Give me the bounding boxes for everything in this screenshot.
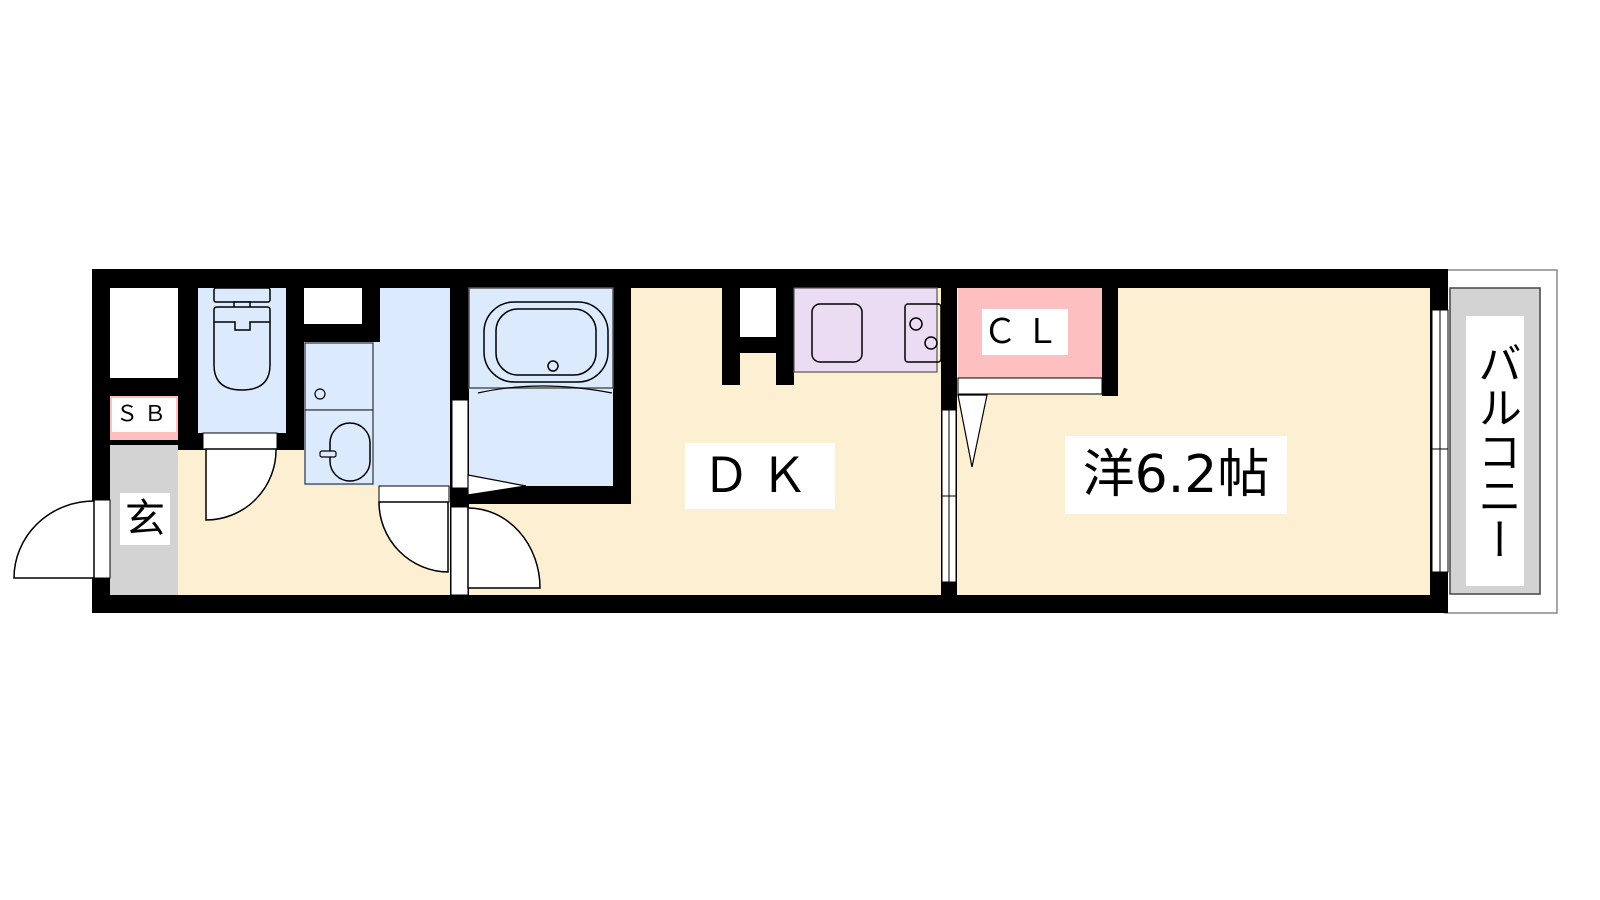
storage-void-wash [304,288,362,324]
toilet-door-frame [202,432,278,450]
toilet-icon [213,287,271,391]
western-room-label: 洋6.2帖 [1065,436,1287,514]
kitchen-counter [793,287,942,373]
wash-door[interactable] [378,501,449,573]
wash-room [380,288,450,486]
dk-door-frame [450,506,469,596]
sink-icon [811,303,863,363]
toilet-door[interactable] [205,448,277,521]
front-door[interactable] [13,500,95,579]
closet-wall [1102,288,1118,396]
fridge-space [740,288,776,337]
washbasin-icon [304,409,374,485]
fridge-wall-right [776,288,794,385]
balcony-window[interactable] [1431,309,1449,573]
bathroom-door[interactable] [451,399,469,489]
front-door-frame [93,499,111,579]
wash-door-frame [378,485,450,503]
closet-label: ＣＬ [982,309,1068,355]
dk-door[interactable] [467,507,541,589]
closet-door-swing [957,394,988,468]
dk-label: ＤＫ [685,443,835,509]
closet-door[interactable] [957,377,1103,395]
entrance-label: 玄 [120,493,170,545]
fridge-wall-mid [722,337,794,353]
bathroom-door-swing [467,474,527,496]
storage-void-left [110,288,178,378]
balcony-label: バルコニー [1466,316,1524,586]
bathtub-icon [468,287,614,394]
fridge-niche-floor [740,353,776,385]
dk-floor-lower [469,504,941,595]
washing-machine-icon [304,342,374,411]
fridge-wall-left [722,288,740,385]
shoe-box-label: ＳＢ [112,398,176,432]
sliding-door-dk[interactable] [941,409,957,583]
